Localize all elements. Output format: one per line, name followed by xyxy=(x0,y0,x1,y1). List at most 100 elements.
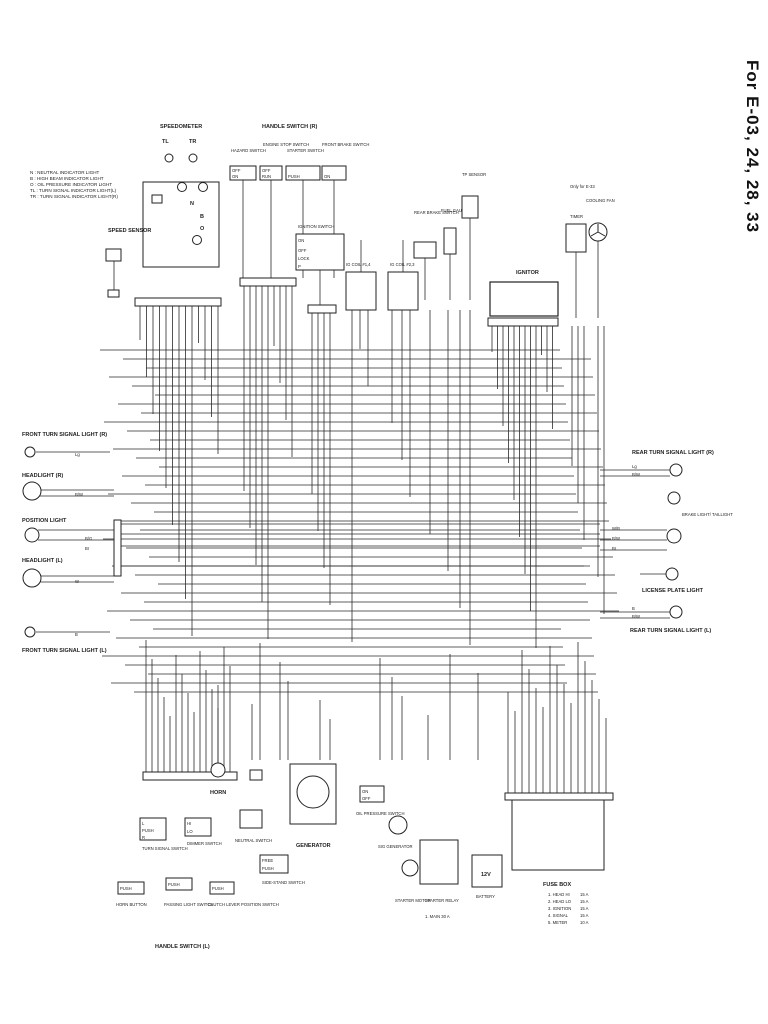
fuse-name: 4. SIGNAL xyxy=(548,913,569,918)
starter-motor-label: STARTER MOTOR xyxy=(395,898,431,903)
ig-coils: IG COIL #1,4 IG COIL #2,3 xyxy=(345,262,419,311)
meter-module-icon xyxy=(151,194,163,204)
position-light-bulb-icon xyxy=(24,527,40,543)
fuel-gauge-icon xyxy=(443,227,457,255)
legend-item: N : NEUTRAL INDICATOR LIGHT xyxy=(30,170,100,175)
speedometer-connector xyxy=(134,297,222,307)
battery-icon xyxy=(471,854,503,888)
passing-light-switch-table xyxy=(165,877,193,891)
handle-switch-l: L PUSH R TURN SIGNAL SWITCH HI LO DIMMER… xyxy=(116,817,279,950)
wire-label: Br xyxy=(85,546,90,551)
fuse-box-label: FUSE BOX xyxy=(543,882,571,888)
battery-label: BATTERY xyxy=(476,894,495,899)
dim-hi: HI xyxy=(187,821,191,826)
generator-label: GENERATOR xyxy=(296,843,331,849)
headlight-connector xyxy=(113,519,122,577)
headlight-r-label: HEADLIGHT (R) xyxy=(22,473,63,479)
speed-sensor-icon xyxy=(105,248,122,262)
battery-voltage: 12V xyxy=(481,872,491,878)
fuse-amp: 15 A xyxy=(580,892,589,897)
stop-off: OFF xyxy=(262,168,271,173)
b-label: B xyxy=(200,214,204,220)
fuse-name: 3. IGNITION xyxy=(548,906,571,911)
wire-harness xyxy=(36,180,670,793)
speedometer-box xyxy=(142,181,220,268)
brake-taillight-label: BRAKE LIGHT/ TAILLIGHT xyxy=(682,512,733,517)
clutch-lever-switch-label: CLUTCH LEVER POSITION SWITCH xyxy=(208,902,279,907)
neutral-switch-icon xyxy=(239,809,263,829)
legend-item: B : HIGH BEAM INDICATOR LIGHT xyxy=(30,176,104,181)
speed-sensor: SPEED SENSOR xyxy=(105,228,151,298)
wire-label: B/W xyxy=(632,614,640,619)
dim-lo: LO xyxy=(187,829,193,834)
ign-off: OFF xyxy=(298,248,307,253)
front-brake-switch-table xyxy=(321,165,347,181)
turn-push: PUSH xyxy=(142,828,154,833)
legend-item: TR : TURN SIGNAL INDICATOR LIGHT(R) xyxy=(30,194,118,199)
front-turn-l-bulb-icon xyxy=(24,626,36,638)
handle-switch-r-label: HANDLE SWITCH (R) xyxy=(262,124,317,130)
rear-turn-l-bulb-icon xyxy=(669,605,683,619)
fuse-name: 2. HEAD LO xyxy=(548,899,572,904)
indicator-legend: N : NEUTRAL INDICATOR LIGHT B : HIGH BEA… xyxy=(30,170,140,200)
clutch-switch-table xyxy=(209,881,235,895)
ig-coil-14-icon xyxy=(345,271,377,311)
sig-generator-label: SIG GENERATOR xyxy=(378,844,413,849)
dimmer-switch-label: DIMMER SWITCH xyxy=(187,841,222,846)
handle-switch-l-label: HANDLE SWITCH (L) xyxy=(155,944,210,950)
wire-label: W xyxy=(75,579,79,584)
fuse-box xyxy=(511,799,605,871)
n-label: N xyxy=(190,201,194,207)
timer-label: TIMER xyxy=(570,214,583,219)
passing-light-switch-label: PASSING LIGHT SWITCH xyxy=(164,902,213,907)
hazard-switch-label: HAZARD SWITCH xyxy=(231,148,266,153)
neutral-switch-label: NEUTRAL SWITCH xyxy=(235,838,272,843)
neutral-switch-connector xyxy=(249,769,263,781)
fan-blade-icon xyxy=(590,224,606,237)
oil-on: ON xyxy=(362,789,368,794)
brake-light-bulb-icon xyxy=(667,491,681,505)
speedometer: SPEEDOMETER TL TR N B O xyxy=(142,124,220,268)
starter-switch-table xyxy=(285,165,321,181)
wire-label: B/W xyxy=(75,492,83,497)
horn-button-table xyxy=(117,881,145,895)
turn-signal-switch-label: TURN SIGNAL SWITCH xyxy=(142,846,188,851)
only-e33-label: Only for E-33 xyxy=(570,184,595,189)
ignition-switch-table xyxy=(295,233,345,271)
horn-label: HORN xyxy=(210,790,226,796)
rear-turn-r-bulb-icon xyxy=(669,463,683,477)
b-lamp-icon xyxy=(198,182,208,192)
stop-run: RUN xyxy=(262,174,271,179)
taillight-bulb-icon xyxy=(666,528,682,544)
rear-turn-l-label: REAR TURN SIGNAL LIGHT (L) xyxy=(630,628,711,634)
front-turn-r-label: FRONT TURN SIGNAL LIGHT (R) xyxy=(22,432,107,438)
handle-switch-r-connector xyxy=(239,277,297,287)
legend-item: TL : TURN SIGNAL INDICATOR LIGHT(L) xyxy=(30,188,117,193)
side-stand-switch-table xyxy=(259,854,289,874)
hazard-on: ON xyxy=(232,174,238,179)
position-light-label: POSITION LIGHT xyxy=(22,518,67,524)
side-stand-free: FREE xyxy=(262,858,273,863)
wire-label: B xyxy=(632,606,635,611)
starter-push: PUSH xyxy=(288,174,300,179)
ign-on: ON xyxy=(298,238,304,243)
engine-stop-switch-label: ENGINE STOP SWITCH xyxy=(263,142,309,147)
ignitor: IGNITOR xyxy=(489,270,559,317)
front-turn-r-bulb-icon xyxy=(24,446,36,458)
horn-push: PUSH xyxy=(120,886,132,891)
engine-stop-switch-table xyxy=(259,165,283,181)
starter-relay-label: STARTER RELAY xyxy=(425,898,459,903)
generator-icon xyxy=(296,775,330,809)
tl-label: TL xyxy=(162,139,169,145)
horn-button-label: HORN BUTTON xyxy=(116,902,147,907)
wire-label: B/W xyxy=(612,536,620,541)
starter-switch-label: STARTER SWITCH xyxy=(287,148,324,153)
ignition-switch-connector xyxy=(307,304,337,314)
front-lights: FRONT TURN SIGNAL LIGHT (R) HEADLIGHT (R… xyxy=(22,432,122,654)
headlight-l-label: HEADLIGHT (L) xyxy=(22,558,63,564)
front-brake-switch-label: FRONT BRAKE SWITCH xyxy=(322,142,369,147)
cooling-fan-group: Only for E-33 COOLING FAN TIMER xyxy=(565,184,615,253)
starter-motor-icon xyxy=(401,859,419,877)
license-plate-bulb-icon xyxy=(665,567,679,581)
